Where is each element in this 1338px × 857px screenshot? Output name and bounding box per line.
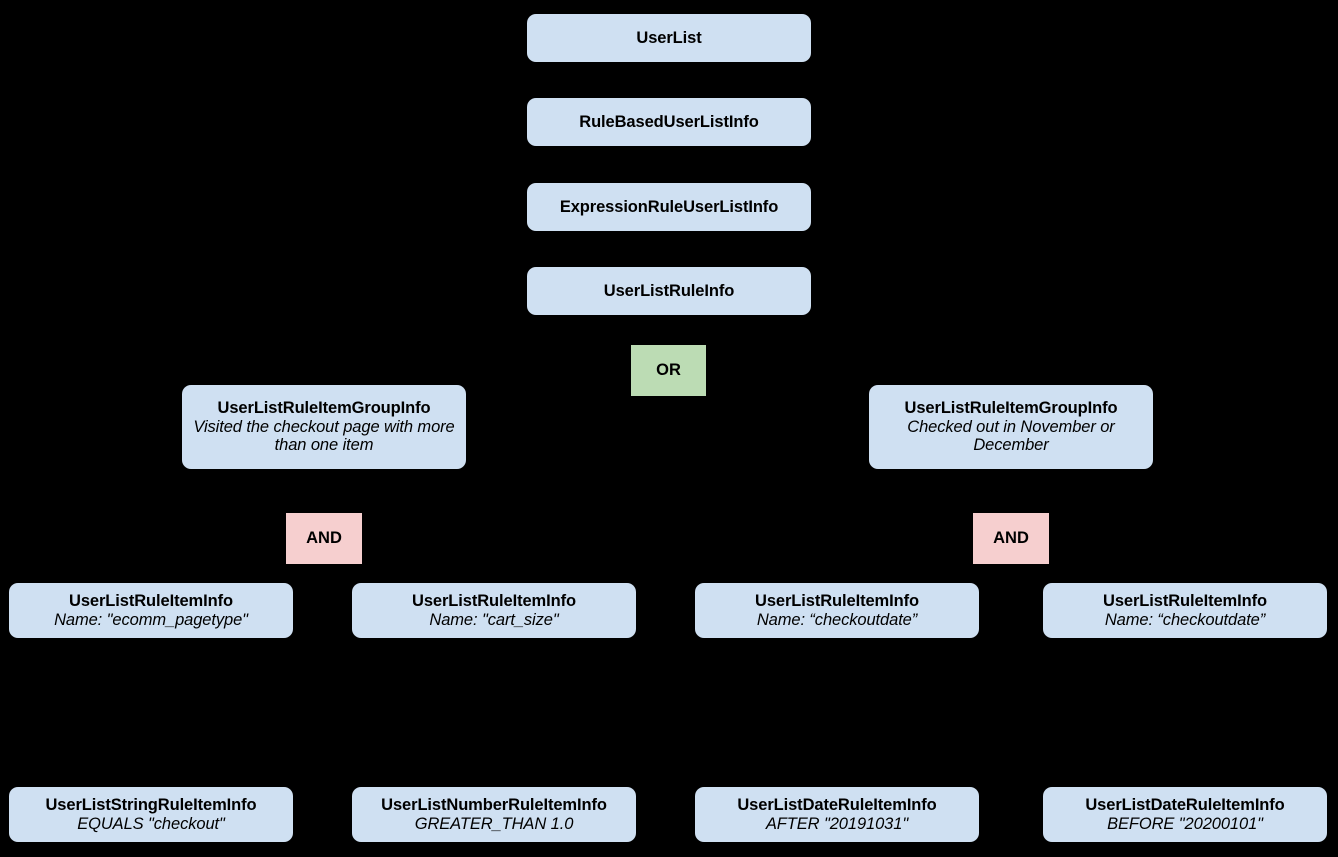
node-rule-item-4-subtitle: Name: “checkoutdate”: [1104, 610, 1266, 629]
node-user-list-rule-info-title: UserListRuleInfo: [603, 281, 735, 300]
node-rule-item-1-title: UserListRuleItemInfo: [69, 592, 233, 611]
node-rule-item-1[interactable]: UserListRuleItemInfo Name: "ecomm_pagety…: [9, 583, 293, 638]
node-group-right[interactable]: UserListRuleItemGroupInfo Checked out in…: [869, 385, 1153, 469]
node-rule-item-3-subtitle: Name: “checkoutdate”: [756, 610, 918, 629]
node-group-left[interactable]: UserListRuleItemGroupInfo Visited the ch…: [182, 385, 466, 469]
arrow-group-right: [1002, 374, 1020, 385]
node-user-list-rule-info[interactable]: UserListRuleInfo: [527, 267, 811, 315]
or-operator-label: OR: [656, 361, 681, 380]
node-rule-item-1-subtitle: Name: "ecomm_pagetype": [54, 610, 248, 629]
node-user-list-title: UserList: [636, 28, 702, 47]
node-rule-item-3-title: UserListRuleItemInfo: [755, 592, 919, 611]
node-rule-item-2-title: UserListRuleItemInfo: [412, 592, 576, 611]
node-rule-item-2-subtitle: Name: "cart_size": [429, 610, 559, 629]
node-leaf-number-rule-item-title: UserListNumberRuleItemInfo: [381, 796, 607, 815]
node-expression-rule-user-list-info[interactable]: ExpressionRuleUserListInfo: [527, 183, 811, 231]
node-leaf-string-rule-item-title: UserListStringRuleItemInfo: [45, 796, 257, 815]
edge-group-right-to-and: [1011, 469, 1013, 513]
edge-rulebased-to-expression: [668, 146, 670, 183]
node-leaf-date-rule-item-after-title: UserListDateRuleItemInfo: [737, 796, 937, 815]
node-rule-item-3[interactable]: UserListRuleItemInfo Name: “checkoutdate…: [695, 583, 979, 638]
node-and-operator-left[interactable]: AND: [286, 513, 362, 564]
edge-ruleinfo-to-or: [668, 315, 670, 345]
node-group-left-subtitle: Visited the checkout page with more than…: [193, 417, 455, 455]
node-rule-item-4[interactable]: UserListRuleItemInfo Name: “checkoutdate…: [1043, 583, 1327, 638]
edge-or-to-group-right: [1011, 362, 1013, 386]
node-rule-based-user-list-info-title: RuleBasedUserListInfo: [579, 112, 759, 131]
and-operator-right-label: AND: [993, 529, 1029, 548]
node-group-right-subtitle: Checked out in November or December: [907, 417, 1115, 455]
node-leaf-date-rule-item-before-title: UserListDateRuleItemInfo: [1085, 796, 1285, 815]
node-leaf-date-rule-item-before[interactable]: UserListDateRuleItemInfo BEFORE "2020010…: [1043, 787, 1327, 842]
node-leaf-date-rule-item-after-subtitle: AFTER "20191031": [765, 814, 909, 833]
edge-expression-to-ruleinfo: [668, 231, 670, 267]
edge-item3-to-leaf3: [837, 638, 839, 786]
node-group-right-title: UserListRuleItemGroupInfo: [904, 399, 1118, 418]
node-and-operator-right[interactable]: AND: [973, 513, 1049, 564]
edge-userlist-to-rulebased: [668, 62, 670, 98]
edge-item2-to-leaf2: [494, 638, 496, 786]
and-operator-left-label: AND: [306, 529, 342, 548]
node-leaf-date-rule-item-after[interactable]: UserListDateRuleItemInfo AFTER "20191031…: [695, 787, 979, 842]
node-group-left-title: UserListRuleItemGroupInfo: [217, 399, 431, 418]
node-leaf-string-rule-item[interactable]: UserListStringRuleItemInfo EQUALS "check…: [9, 787, 293, 842]
node-leaf-number-rule-item[interactable]: UserListNumberRuleItemInfo GREATER_THAN …: [352, 787, 636, 842]
node-expression-rule-user-list-info-title: ExpressionRuleUserListInfo: [559, 197, 779, 216]
edge-or-to-groups-trunk: [668, 396, 670, 398]
node-leaf-string-rule-item-subtitle: EQUALS "checkout": [77, 814, 225, 833]
node-leaf-number-rule-item-subtitle: GREATER_THAN 1.0: [414, 814, 574, 833]
node-leaf-date-rule-item-before-subtitle: BEFORE "20200101": [1107, 814, 1263, 833]
node-or-operator[interactable]: OR: [631, 345, 706, 396]
edge-item1-to-leaf1: [151, 638, 153, 786]
node-rule-based-user-list-info[interactable]: RuleBasedUserListInfo: [527, 98, 811, 146]
node-rule-item-2[interactable]: UserListRuleItemInfo Name: "cart_size": [352, 583, 636, 638]
node-rule-item-4-title: UserListRuleItemInfo: [1103, 592, 1267, 611]
node-user-list[interactable]: UserList: [527, 14, 811, 62]
edge-group-left-to-and: [323, 469, 325, 513]
edge-item4-to-leaf4: [1185, 638, 1187, 786]
